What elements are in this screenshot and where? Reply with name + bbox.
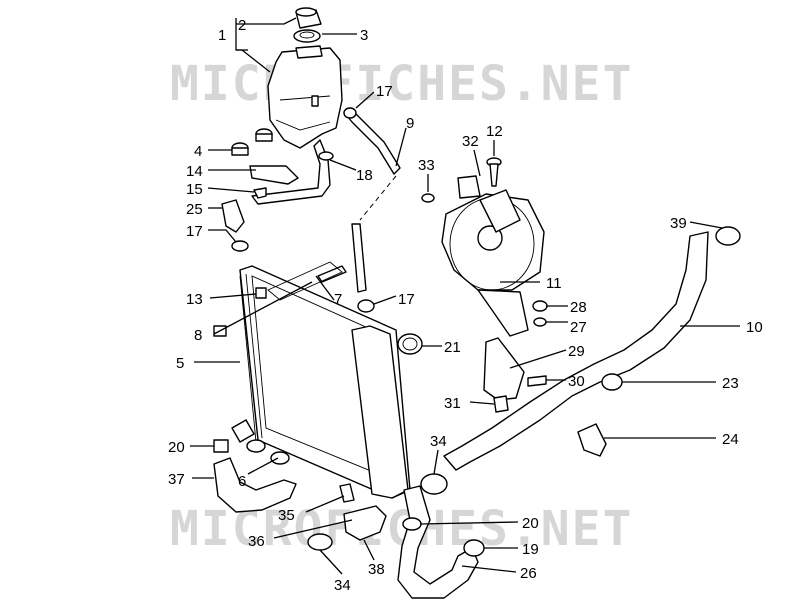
callout-25: 25	[186, 201, 203, 218]
screw-30	[527, 375, 547, 387]
screw-12	[486, 157, 502, 187]
callout-21: 21	[444, 339, 461, 356]
bolt-7	[317, 265, 347, 283]
rubber-mounts	[231, 128, 273, 156]
callout-11: 11	[546, 275, 562, 292]
clamp-34-right	[420, 473, 448, 495]
clamp-23	[601, 373, 623, 391]
grommet-6a	[246, 439, 266, 453]
callout-9: 9	[406, 115, 414, 132]
callout-6: 6	[238, 473, 246, 490]
radiator-plate	[267, 261, 343, 301]
overflow-path	[359, 175, 397, 221]
clamp-17-top	[343, 107, 357, 119]
callout-20-right: 20	[522, 515, 539, 532]
callout-7: 7	[334, 291, 342, 308]
fan-bracket	[483, 337, 525, 401]
callout-24: 24	[722, 431, 739, 448]
callout-35: 35	[278, 507, 295, 524]
callout-17-top: 17	[376, 83, 393, 100]
callout-labels: 1 2 3 4 14 15 25 17 13 8 5 20 37 6 35 36…	[168, 17, 763, 594]
left-hose	[213, 457, 297, 513]
callout-12: 12	[486, 123, 503, 140]
clamp-34-left	[307, 533, 333, 551]
overflow-hose-lower	[351, 223, 367, 293]
callout-34-left: 34	[334, 577, 351, 594]
callout-4: 4	[194, 143, 202, 160]
callout-18: 18	[356, 167, 373, 184]
callout-31: 31	[444, 395, 461, 412]
callout-26: 26	[520, 565, 537, 582]
callout-15: 15	[186, 181, 203, 198]
sensor-35	[339, 483, 355, 503]
expansion-tank	[267, 45, 343, 149]
callout-20-left: 20	[168, 439, 185, 456]
long-hose	[443, 231, 709, 471]
clamp-19	[463, 539, 485, 557]
clamp-17-left	[231, 240, 249, 252]
callout-13: 13	[186, 291, 203, 308]
callout-32: 32	[462, 133, 479, 150]
callout-30: 30	[568, 373, 585, 390]
callout-14: 14	[186, 163, 203, 180]
clip-31	[493, 395, 509, 413]
callout-10: 10	[746, 319, 763, 336]
callout-37: 37	[168, 471, 185, 488]
callout-19: 19	[522, 541, 539, 558]
callout-5: 5	[176, 355, 184, 372]
callout-33: 33	[418, 157, 435, 174]
overflow-hose	[343, 111, 401, 175]
nut-28	[532, 300, 548, 312]
clamp-39	[715, 226, 741, 246]
grommet-6b	[270, 451, 290, 465]
callout-39: 39	[670, 215, 687, 232]
callout-34-right: 34	[430, 433, 447, 450]
callout-29: 29	[568, 343, 585, 360]
watermark-top: MICROFICHES.NET	[170, 56, 633, 112]
clamp-20-left	[213, 439, 229, 453]
tank-bracket	[249, 165, 299, 185]
cooling-fan	[441, 175, 545, 337]
radiator	[213, 265, 411, 499]
callout-17-mid: 17	[398, 291, 415, 308]
callout-36: 36	[248, 533, 265, 550]
callout-23: 23	[722, 375, 739, 392]
callout-17-left: 17	[186, 223, 203, 240]
callout-3: 3	[360, 27, 368, 44]
clamp-21	[397, 333, 423, 355]
tank-cap	[295, 7, 322, 29]
cap-seal	[293, 29, 321, 43]
callout-28: 28	[570, 299, 587, 316]
small-hose-25	[221, 199, 245, 233]
screw-15	[253, 187, 267, 199]
clamp-18	[318, 151, 334, 161]
callout-1: 1	[218, 27, 226, 44]
left-hose-stub	[231, 419, 255, 443]
callout-2: 2	[238, 17, 246, 34]
clamp-24	[577, 423, 607, 457]
washer-33	[421, 193, 435, 203]
callout-38: 38	[368, 561, 385, 578]
washer-27	[533, 317, 547, 327]
fitting-38	[343, 505, 387, 541]
clamp-17-mid	[357, 299, 375, 313]
callout-8: 8	[194, 327, 202, 344]
clamp-20-right	[402, 517, 422, 531]
callout-27: 27	[570, 319, 587, 336]
leader-lines	[190, 17, 740, 575]
